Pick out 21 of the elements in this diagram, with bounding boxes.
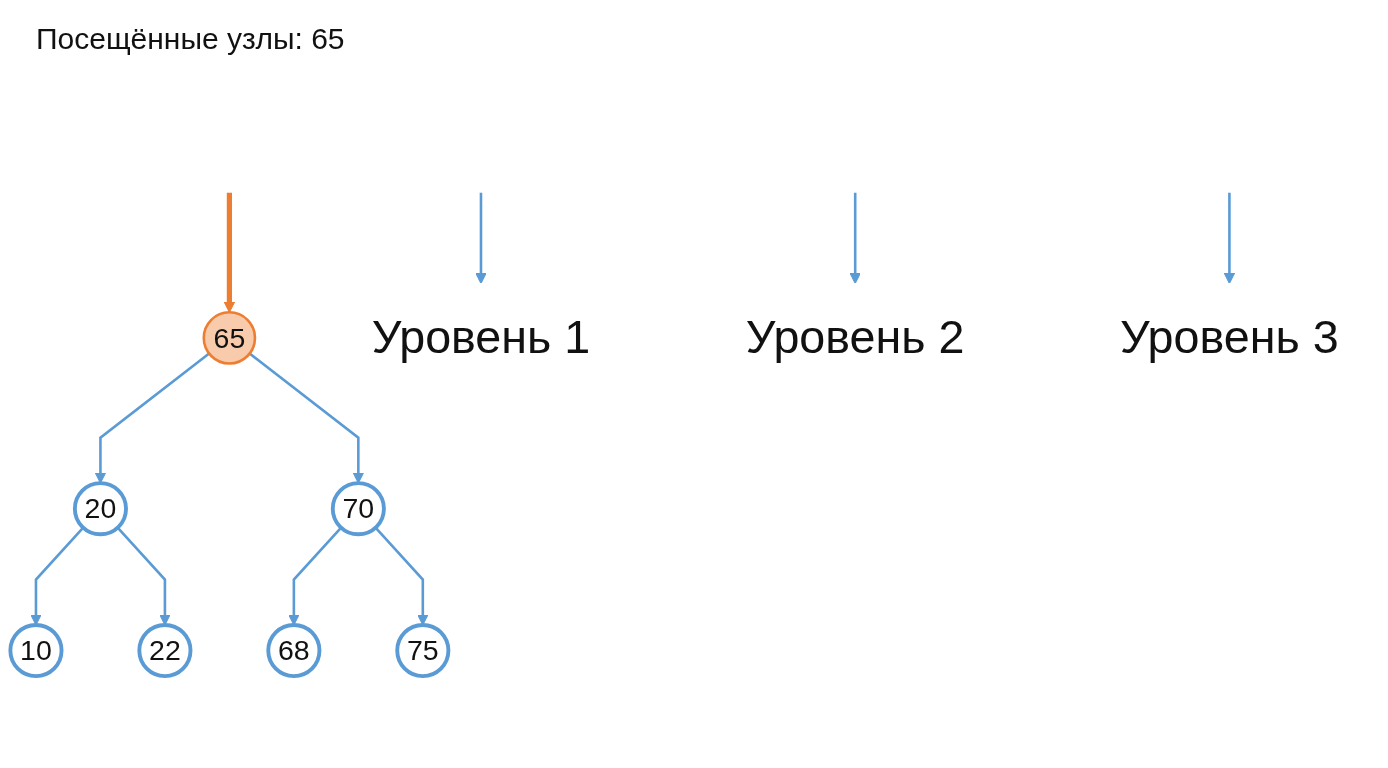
arrow xyxy=(223,192,236,313)
node-circle: 70 xyxy=(330,481,386,537)
node-text: Уровень 1 xyxy=(371,310,591,364)
arrow xyxy=(248,352,365,484)
node-circle: 75 xyxy=(395,623,451,679)
node-circle: 10 xyxy=(8,623,64,679)
node-circle: 65 xyxy=(202,311,257,365)
arrow xyxy=(374,526,429,626)
node-circle: 22 xyxy=(137,623,193,679)
arrow xyxy=(1223,192,1236,284)
arrow xyxy=(94,352,210,484)
node-text: Уровень 3 xyxy=(1120,310,1339,364)
node-circle: 68 xyxy=(266,623,322,679)
arrow xyxy=(475,192,487,284)
node-circle: 20 xyxy=(72,481,128,537)
node-text: Уровень 2 xyxy=(745,310,965,364)
arrow xyxy=(30,526,85,626)
diagram-title: Посещённые узлы: 65 xyxy=(36,22,345,56)
arrow xyxy=(288,526,343,626)
arrow xyxy=(116,526,171,626)
arrow xyxy=(849,192,861,284)
